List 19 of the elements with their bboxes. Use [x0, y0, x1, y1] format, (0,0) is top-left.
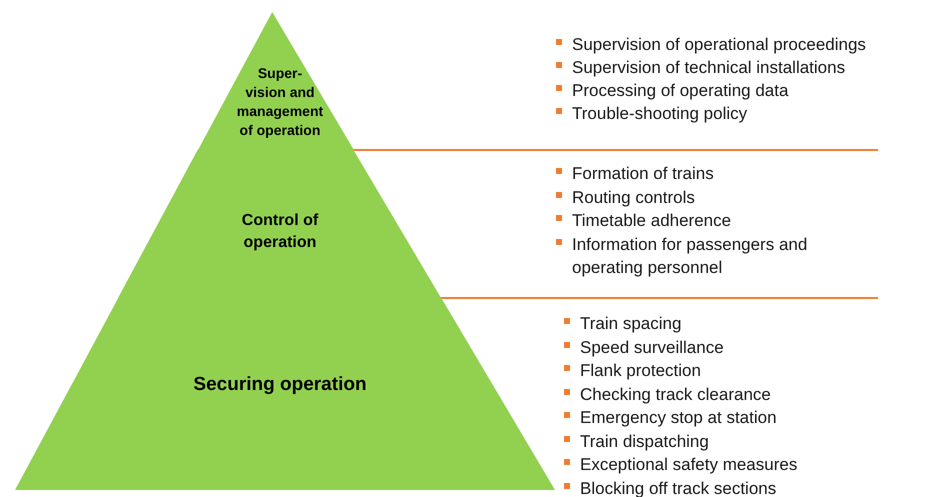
list-item-text: Information for passengers and operating personnel	[572, 234, 808, 278]
list-item-text: Train dispatching	[580, 430, 709, 452]
list-item-text: Processing of operating data	[572, 80, 788, 102]
list-item-text: Speed surveillance	[580, 336, 724, 358]
list-item-text: Supervision of technical installations	[572, 57, 846, 79]
tier-label: Securing operation	[192, 373, 368, 397]
list-item-text: Trouble-shooting policy	[572, 103, 748, 125]
tier-label: Super- vision and management of operation	[236, 64, 324, 140]
list-item-text: Supervision of operational proceedings	[572, 34, 866, 56]
list-item-text: Flank protection	[580, 360, 701, 382]
list-item-text: Blocking off track sections	[580, 478, 776, 497]
list-item-text: Timetable adherence	[572, 210, 732, 232]
list-item-text: Exceptional safety measures	[580, 454, 798, 476]
list-item-text: Checking track clearance	[580, 384, 771, 406]
list-item-text: Routing controls	[572, 186, 695, 208]
list-item-text: Train spacing	[580, 313, 682, 335]
list-item-text: Formation of trains	[572, 163, 714, 185]
list-item-text: Emergency stop at station	[580, 407, 777, 429]
tier-label: Control of operation	[240, 211, 320, 253]
